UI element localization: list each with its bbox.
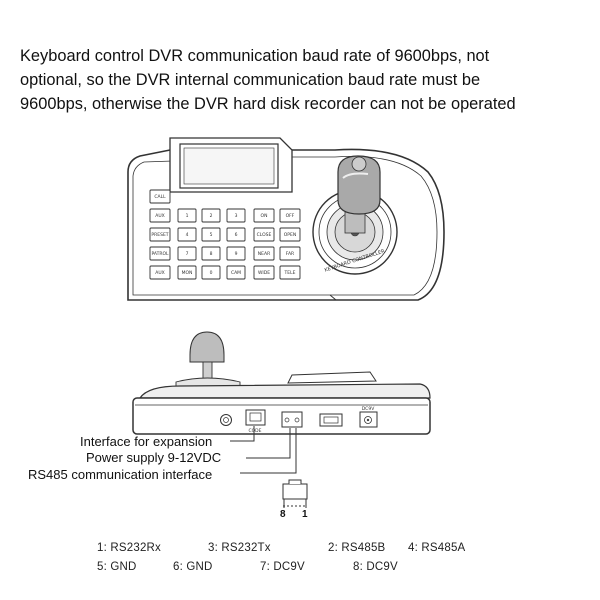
key-wide — [253, 265, 275, 280]
connector-pin-right: 1 — [302, 509, 308, 520]
key-label: 6 — [235, 232, 238, 238]
key-label: PRESET — [151, 232, 168, 238]
dc-jack-label: DC9V — [362, 406, 375, 412]
description-line: 9600bps, otherwise the DVR hard disk rec… — [20, 95, 516, 113]
key-label: 9 — [235, 251, 238, 257]
key-label: AUX — [155, 213, 164, 219]
key-1 — [177, 208, 197, 223]
expansion-interface-label: Interface for expansion — [80, 434, 213, 449]
key-near — [253, 246, 275, 261]
key-4 — [177, 227, 197, 242]
key-0 — [201, 265, 221, 280]
key-label: 1 — [186, 213, 189, 219]
key-aux — [149, 208, 171, 223]
leader-lines — [230, 426, 297, 474]
pin-assignment: 3: RS232Tx — [208, 542, 271, 554]
rs485-interface-label: RS485 communication interface — [28, 467, 213, 482]
description-line: optional, so the DVR internal communicat… — [20, 71, 481, 89]
keyboard-top-view: KEYBOARD CONTROLLER — [127, 137, 445, 301]
key-cam — [226, 265, 246, 280]
key-2 — [201, 208, 221, 223]
key-label: 2 — [210, 213, 213, 219]
pin-assignment: 1: RS232Rx — [97, 542, 162, 554]
key-label: WIDE — [258, 270, 270, 276]
key-label: 4 — [186, 232, 189, 238]
pin-assignment: 8: DC9V — [353, 561, 398, 573]
key-9 — [226, 246, 246, 261]
rj45-connector-icon — [282, 479, 308, 508]
pin-assignment: 7: DC9V — [260, 561, 305, 573]
key-aux2 — [149, 265, 171, 280]
key-label: 3 — [235, 213, 238, 219]
keypad-labels: CALL AUX PRESET PATROL AUX 1 2 3 ON OFF … — [151, 194, 296, 276]
key-8 — [201, 246, 221, 261]
connector-pin-left: 8 — [280, 509, 286, 520]
pin-assignment: 6: GND — [173, 561, 213, 573]
key-7 — [177, 246, 197, 261]
key-label: 0 — [210, 270, 213, 276]
key-label: AUX — [155, 270, 164, 276]
key-label: ON — [261, 213, 268, 219]
key-label: PATROL — [151, 251, 169, 257]
key-call — [149, 189, 171, 204]
key-label: OFF — [286, 213, 295, 219]
key-close — [253, 227, 275, 242]
pin-assignment: 4: RS485A — [408, 542, 466, 554]
key-label: 5 — [210, 232, 213, 238]
key-label: 7 — [186, 251, 189, 257]
key-label: 8 — [210, 251, 213, 257]
key-patrol — [149, 246, 171, 261]
description-line: Keyboard control DVR communication baud … — [20, 47, 490, 65]
keyboard-rear-view — [132, 331, 431, 435]
key-label: CALL — [154, 194, 166, 200]
key-5 — [201, 227, 221, 242]
key-preset — [149, 227, 171, 242]
description-text: Keyboard control DVR communication baud … — [20, 44, 595, 116]
key-off — [279, 208, 301, 223]
code-port-label: CODE — [249, 428, 262, 434]
key-label: OPEN — [284, 232, 296, 238]
key-label: MON — [182, 270, 193, 276]
key-label: FAR — [286, 251, 294, 257]
key-on — [253, 208, 275, 223]
key-label: NEAR — [258, 251, 270, 257]
key-tele — [279, 265, 301, 280]
key-label: TELE — [284, 270, 296, 276]
power-supply-label: Power supply 9-12VDC — [86, 450, 222, 465]
key-6 — [226, 227, 246, 242]
pin-assignment: 2: RS485B — [328, 542, 386, 554]
key-label: CAM — [231, 270, 241, 276]
key-far — [279, 246, 301, 261]
key-open — [279, 227, 301, 242]
key-mon — [177, 265, 197, 280]
keypad — [149, 189, 301, 280]
key-label: CLOSE — [257, 232, 272, 238]
pin-assignment: 5: GND — [97, 561, 137, 573]
key-3 — [226, 208, 246, 223]
